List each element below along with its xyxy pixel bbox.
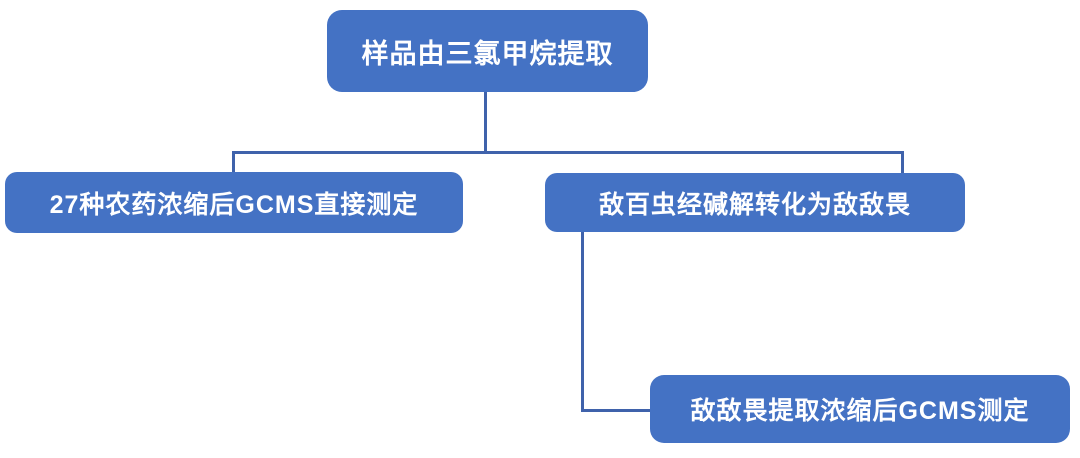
connector-bottom-horizontal [581,409,651,412]
connector-branch-horizontal [232,151,904,154]
flowchart-node-gcms-direct-determination: 27种农药浓缩后GCMS直接测定 [5,172,463,233]
connector-right-stem [581,232,584,412]
flowchart-node-sample-extraction: 样品由三氯甲烷提取 [327,10,648,92]
node-label: 27种农药浓缩后GCMS直接测定 [49,190,419,219]
node-label: 敌敌畏提取浓缩后GCMS测定 [690,397,1030,425]
flowchart-node-dichlorvos-gcms-determination: 敌敌畏提取浓缩后GCMS测定 [650,375,1070,443]
node-label: 样品由三氯甲烷提取 [361,38,614,69]
connector-root-stem [484,92,487,152]
connector-left-drop [232,151,235,173]
node-label: 敌百虫经碱解转化为敌敌畏 [598,190,911,219]
flowchart-node-trichlorfon-alkaline-hydrolysis: 敌百虫经碱解转化为敌敌畏 [545,173,965,232]
connector-right-drop [901,151,904,174]
